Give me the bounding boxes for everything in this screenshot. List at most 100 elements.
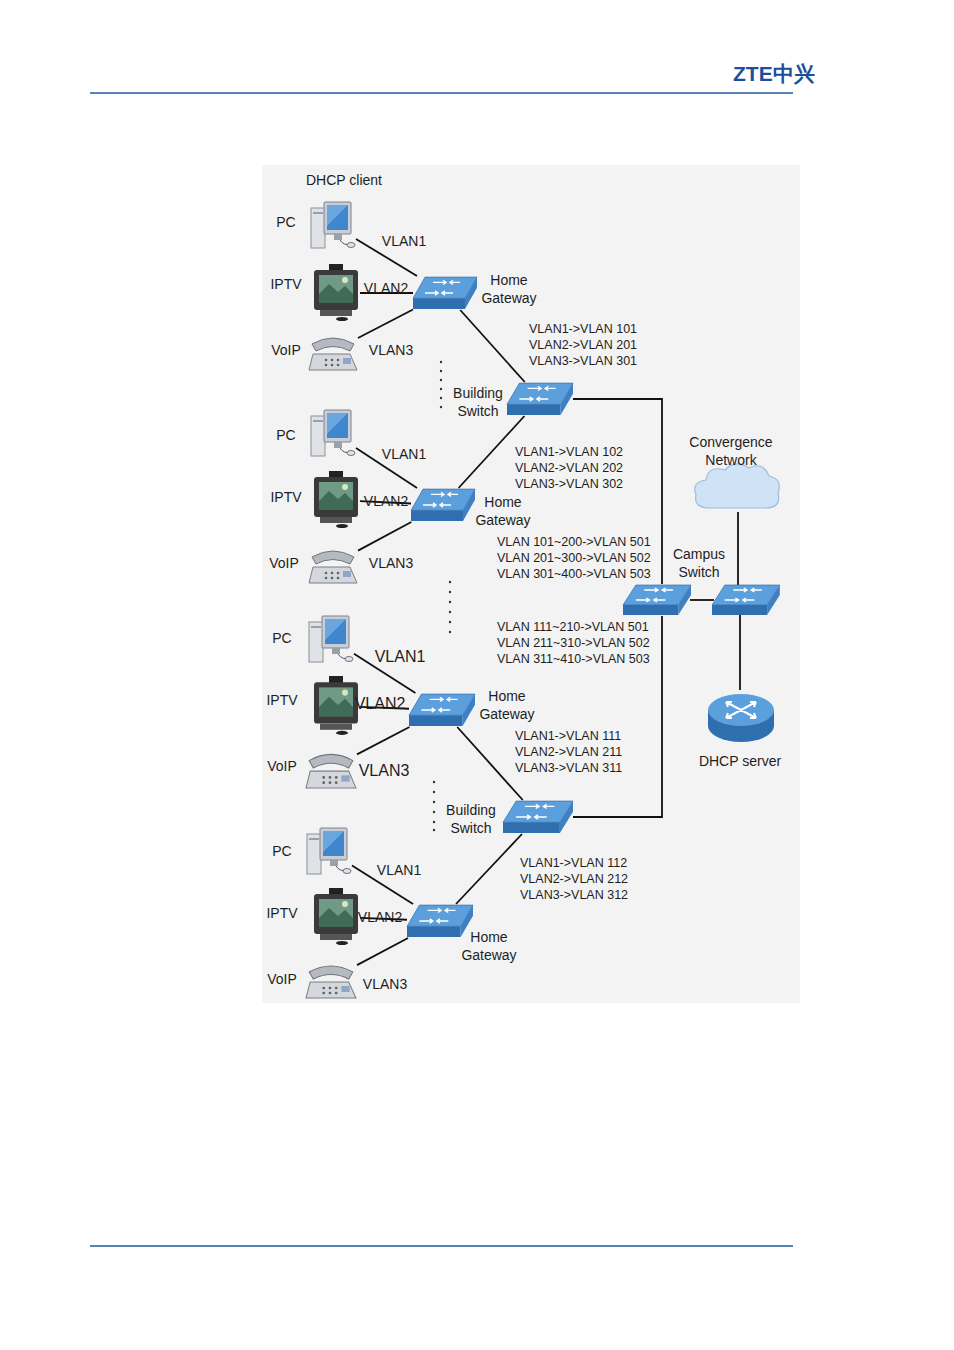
mapping-note: VLAN1->VLAN 101: [529, 321, 637, 337]
icon-part: [336, 317, 348, 321]
network-device: IPTV: [312, 888, 360, 946]
mapping-note: VLAN1->VLAN 112: [520, 855, 627, 871]
icon-part: [425, 280, 460, 295]
dot: [433, 791, 435, 793]
icon-part: [726, 702, 756, 718]
switch-side: [767, 585, 780, 615]
dot: [433, 829, 435, 831]
icon-part: [309, 754, 353, 768]
device-icon: [312, 264, 360, 322]
device-icon: [310, 408, 356, 458]
icon-part: [319, 697, 353, 717]
network-device: IPTV: [312, 676, 360, 736]
link-line: [358, 522, 411, 551]
wire: [690, 599, 714, 601]
ellipsis-dots: [433, 361, 451, 831]
icon-part: [341, 986, 349, 992]
dot: [449, 601, 451, 603]
icon-part: [320, 517, 352, 523]
vlan-label: VLAN2: [364, 493, 408, 509]
icon-part: [325, 359, 340, 367]
dot: [433, 781, 435, 783]
device-icon: [305, 746, 357, 790]
mapping-note: VLAN3->VLAN 301: [529, 353, 637, 369]
network-device: PC: [308, 614, 354, 664]
device-label: IPTV: [266, 904, 297, 922]
icon-part: [319, 687, 353, 716]
mapping-note: DHCP client: [306, 172, 382, 188]
network-device: PC: [310, 200, 356, 250]
icon-part: [623, 605, 678, 615]
network-device: VoIP: [308, 330, 358, 372]
device-label: Convergence Network: [686, 433, 776, 469]
dot: [440, 388, 442, 390]
network-device: Convergence Network: [690, 458, 782, 514]
network-device: Building Switch: [503, 800, 573, 834]
device-label: IPTV: [270, 275, 301, 293]
device-icon: [310, 200, 356, 250]
network-device: DHCP server: [706, 688, 776, 746]
icon-part: [314, 682, 358, 723]
vlan-label: VLAN3: [363, 976, 407, 992]
vlan-label: VLAN1: [382, 233, 426, 249]
vlan-label: VLAN1: [375, 649, 426, 665]
device-icon: [306, 826, 352, 876]
device-label: Home Gateway: [473, 493, 533, 529]
device-label: Home Gateway: [477, 687, 537, 723]
icon-part: [343, 571, 351, 577]
icon-part: [332, 648, 340, 654]
icon-part: [309, 966, 353, 979]
icon-part: [463, 489, 475, 521]
icon-part: [519, 386, 555, 401]
network-device: Home Gateway: [411, 488, 475, 522]
icon-part: [329, 987, 332, 990]
icon-part: [325, 572, 328, 575]
icon-part: [325, 619, 346, 640]
network-device: Home Gateway: [409, 693, 475, 727]
mapping-note: VLAN 311~410->VLAN 503: [497, 651, 650, 667]
mapping-note: VLAN 211~310->VLAN 502: [497, 635, 650, 651]
mapping-note: VLAN2->VLAN 212: [520, 871, 628, 887]
icon-part: [325, 619, 346, 644]
dot: [440, 370, 442, 372]
icon-part: [342, 689, 348, 695]
icon-part: [331, 364, 334, 367]
icon-part: [314, 477, 358, 517]
vlan-label: VLAN3: [359, 763, 410, 779]
icon-part: [320, 724, 352, 730]
icon-part: [342, 277, 348, 283]
icon-part: [561, 383, 573, 415]
device-label: Campus Switch: [669, 545, 729, 581]
icon-part: [320, 310, 352, 316]
icon-part: [313, 420, 323, 422]
icon-part: [322, 987, 325, 990]
icon-part: [314, 270, 358, 310]
icon-part: [347, 243, 355, 248]
network-device: VoIP: [308, 543, 358, 585]
icon-part: [324, 202, 351, 234]
switch-arrows: [725, 588, 762, 602]
icon-part: [503, 822, 560, 833]
device-icon: [308, 614, 354, 664]
icon-part: [335, 781, 338, 784]
network-device: VoIP: [305, 958, 357, 1000]
device-icon: [308, 330, 358, 372]
device-label: VoIP: [271, 341, 301, 359]
device-label: PC: [276, 426, 295, 444]
icon-part: [636, 588, 673, 602]
mapping-note: VLAN3->VLAN 311: [515, 760, 622, 776]
icon-part: [329, 888, 343, 895]
icon-part: [322, 781, 325, 784]
network-device: Campus Switch: [623, 584, 691, 616]
device-label: PC: [272, 629, 291, 647]
device-label: Home Gateway: [479, 271, 539, 307]
vlan-label: VLAN2: [358, 909, 402, 925]
mapping-note: VLAN3->VLAN 302: [515, 476, 623, 492]
icon-part: [319, 908, 353, 927]
icon-part: [311, 626, 321, 628]
icon-part: [329, 776, 332, 779]
icon-part: [331, 359, 334, 362]
device-icon: [507, 382, 573, 416]
device-icon: [411, 488, 475, 522]
